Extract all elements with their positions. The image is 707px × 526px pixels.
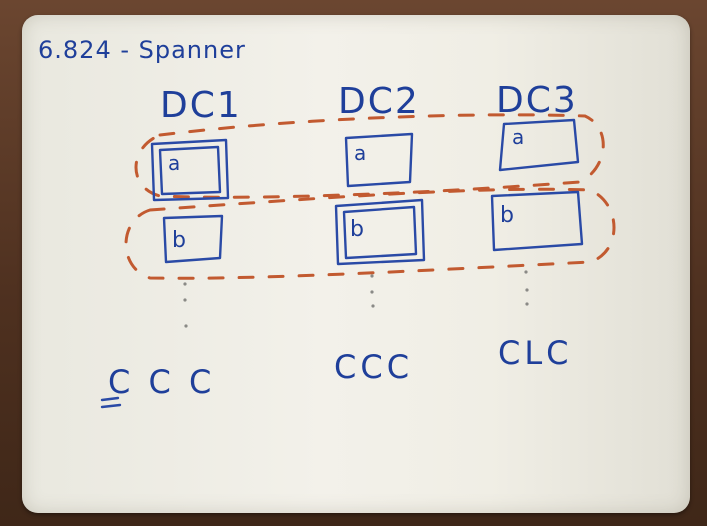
dc1-client-underline: [100, 396, 120, 402]
dc1-replica-b: b: [162, 214, 224, 264]
dc2-replica-b: b: [334, 198, 426, 266]
dc1-label: DC1: [160, 85, 242, 126]
dc3-clients: CLC: [498, 334, 573, 372]
dc3-client-connector: [524, 270, 529, 306]
dc1-clients: C C C: [108, 363, 215, 401]
dc2-client-connector: [370, 274, 375, 308]
dc1-replica-b-label: b: [172, 228, 186, 253]
dc2-replica-a-label: a: [354, 141, 366, 165]
dc1-client-underline-2: [100, 403, 122, 409]
dc1-replica-a-label: a: [168, 151, 180, 175]
dc3-replica-a: a: [498, 118, 580, 172]
dc2-replica-a: a: [344, 132, 414, 188]
dc2-label: DC2: [338, 81, 420, 122]
dc3-replica-b-label: b: [500, 203, 514, 228]
paxos-group-b-outline: [124, 187, 616, 280]
dc3-replica-b: b: [490, 190, 584, 252]
dc3-replica-a-label: a: [512, 125, 524, 149]
dc1-client-connector: [183, 282, 188, 328]
dc1-replica-a: a: [150, 138, 230, 202]
dc2-clients: CCC: [334, 348, 413, 386]
board-title: 6.824 - Spanner: [38, 36, 246, 64]
dc2-replica-b-label: b: [350, 217, 364, 242]
dc3-label: DC3: [496, 80, 578, 121]
